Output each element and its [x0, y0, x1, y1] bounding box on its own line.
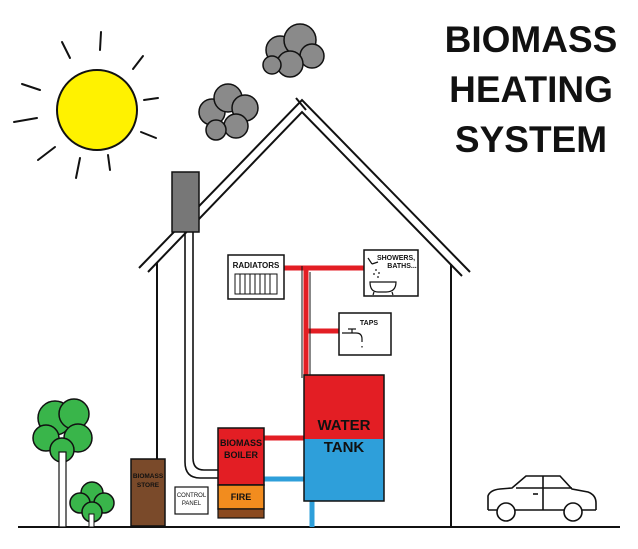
taps-label: TAPS: [360, 320, 378, 327]
water-tank-label-line1: WATER: [317, 417, 370, 434]
control-label-line1: CONTROL: [177, 493, 207, 499]
showers-label-line1: SHOWERS,: [377, 255, 415, 262]
taps-box: TAPS: [338, 312, 392, 356]
tree-icon: [69, 481, 115, 528]
radiators-label: RADIATORS: [233, 261, 280, 270]
boiler-label-line1: BIOMASS: [220, 438, 262, 448]
radiators-box: RADIATORS: [227, 254, 285, 300]
store-label-line2: STORE: [137, 482, 160, 489]
showers-baths-box: SHOWERS, BATHS...: [363, 249, 419, 297]
car-icon: [487, 475, 597, 522]
tree-icon: [32, 398, 93, 528]
water-tank: WATER TANK: [303, 374, 385, 502]
control-panel: CONTROL PANEL: [174, 486, 209, 515]
store-label-line1: BIOMASS: [133, 473, 164, 480]
showers-label-line2: BATHS...: [387, 263, 416, 270]
water-tank-label-line2: TANK: [324, 439, 365, 456]
diagram-title: BIOMASS HEATING SYSTEM: [445, 19, 618, 160]
cold-water-pipes: [263, 476, 315, 527]
title-line-3: SYSTEM: [455, 119, 607, 160]
control-label-line2: PANEL: [182, 501, 202, 507]
tap-icon: [342, 328, 363, 349]
fire-label: FIRE: [231, 492, 252, 502]
title-line-1: BIOMASS: [445, 19, 618, 60]
biomass-store: BIOMASS STORE: [130, 458, 166, 527]
radiator-icon: [234, 273, 278, 295]
boiler-label-line2: BOILER: [224, 450, 259, 460]
bathtub-shower-icon: [367, 257, 397, 296]
biomass-boiler: BIOMASS BOILER FIRE: [217, 427, 265, 519]
title-line-2: HEATING: [449, 69, 613, 110]
chimney-icon: [171, 171, 220, 479]
sun-icon: [13, 31, 159, 179]
smoke-cloud-icon: [198, 83, 259, 141]
hot-water-pipes: [263, 265, 366, 441]
smoke-cloud-icon: [262, 23, 325, 78]
